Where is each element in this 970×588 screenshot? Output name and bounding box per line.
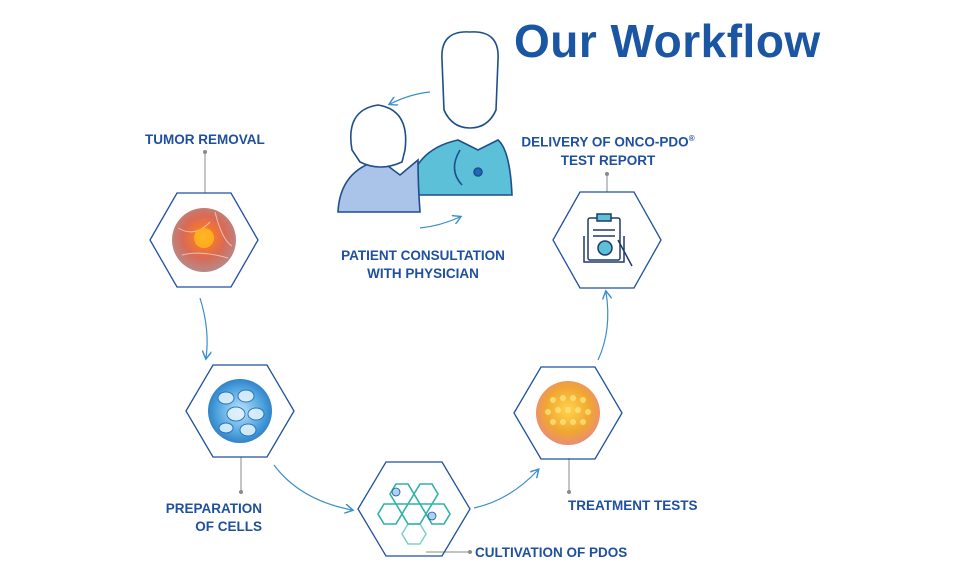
report-clipboard-icon	[583, 213, 633, 267]
label-line: DELIVERY OF ONCO-PDO®	[510, 130, 706, 152]
label-treatment-tests: TREATMENT TESTS	[568, 498, 698, 513]
label-cultivation-of-pdos: CULTIVATION OF PDOS	[475, 545, 628, 560]
label-line: WITH PHYSICIAN	[367, 266, 479, 281]
label-patient-consultation: PATIENT CONSULTATION WITH PHYSICIAN	[328, 247, 518, 283]
tumor-image	[172, 208, 236, 272]
registered-mark: ®	[688, 134, 695, 143]
arrow-to-consultation	[390, 91, 431, 104]
hexagon-cells	[185, 364, 295, 458]
hexagon-treatment	[513, 366, 623, 460]
label-line: PATIENT CONSULTATION	[341, 248, 505, 263]
label-line: OF CELLS	[195, 519, 262, 534]
label-preparation-of-cells: PREPARATION OF CELLS	[150, 500, 262, 536]
well-plate-image	[536, 381, 600, 445]
page-title: Our Workflow	[514, 15, 821, 67]
arrow-pdos-to-treatment	[473, 470, 538, 509]
label-delivery-report: DELIVERY OF ONCO-PDO® TEST REPORT	[510, 130, 706, 170]
label-line: PREPARATION	[165, 501, 262, 516]
patient-physician-icon	[337, 31, 513, 213]
label-text: DELIVERY OF ONCO-PDO	[521, 134, 689, 150]
label-tumor-removal: TUMOR REMOVAL	[145, 132, 265, 147]
label-line: TEST REPORT	[560, 152, 656, 168]
hexagon-tumor	[149, 192, 259, 288]
honeycomb-organoids-icon	[377, 483, 451, 545]
hexagon-pdos	[357, 461, 471, 557]
hexagon-delivery	[552, 191, 662, 289]
arrow-cells-to-pdos	[273, 464, 352, 510]
cells-image	[208, 379, 272, 443]
arrow-from-consultation	[419, 217, 460, 229]
arrow-tumor-to-cells	[199, 297, 207, 358]
arrow-treatment-to-delivery	[597, 292, 608, 361]
